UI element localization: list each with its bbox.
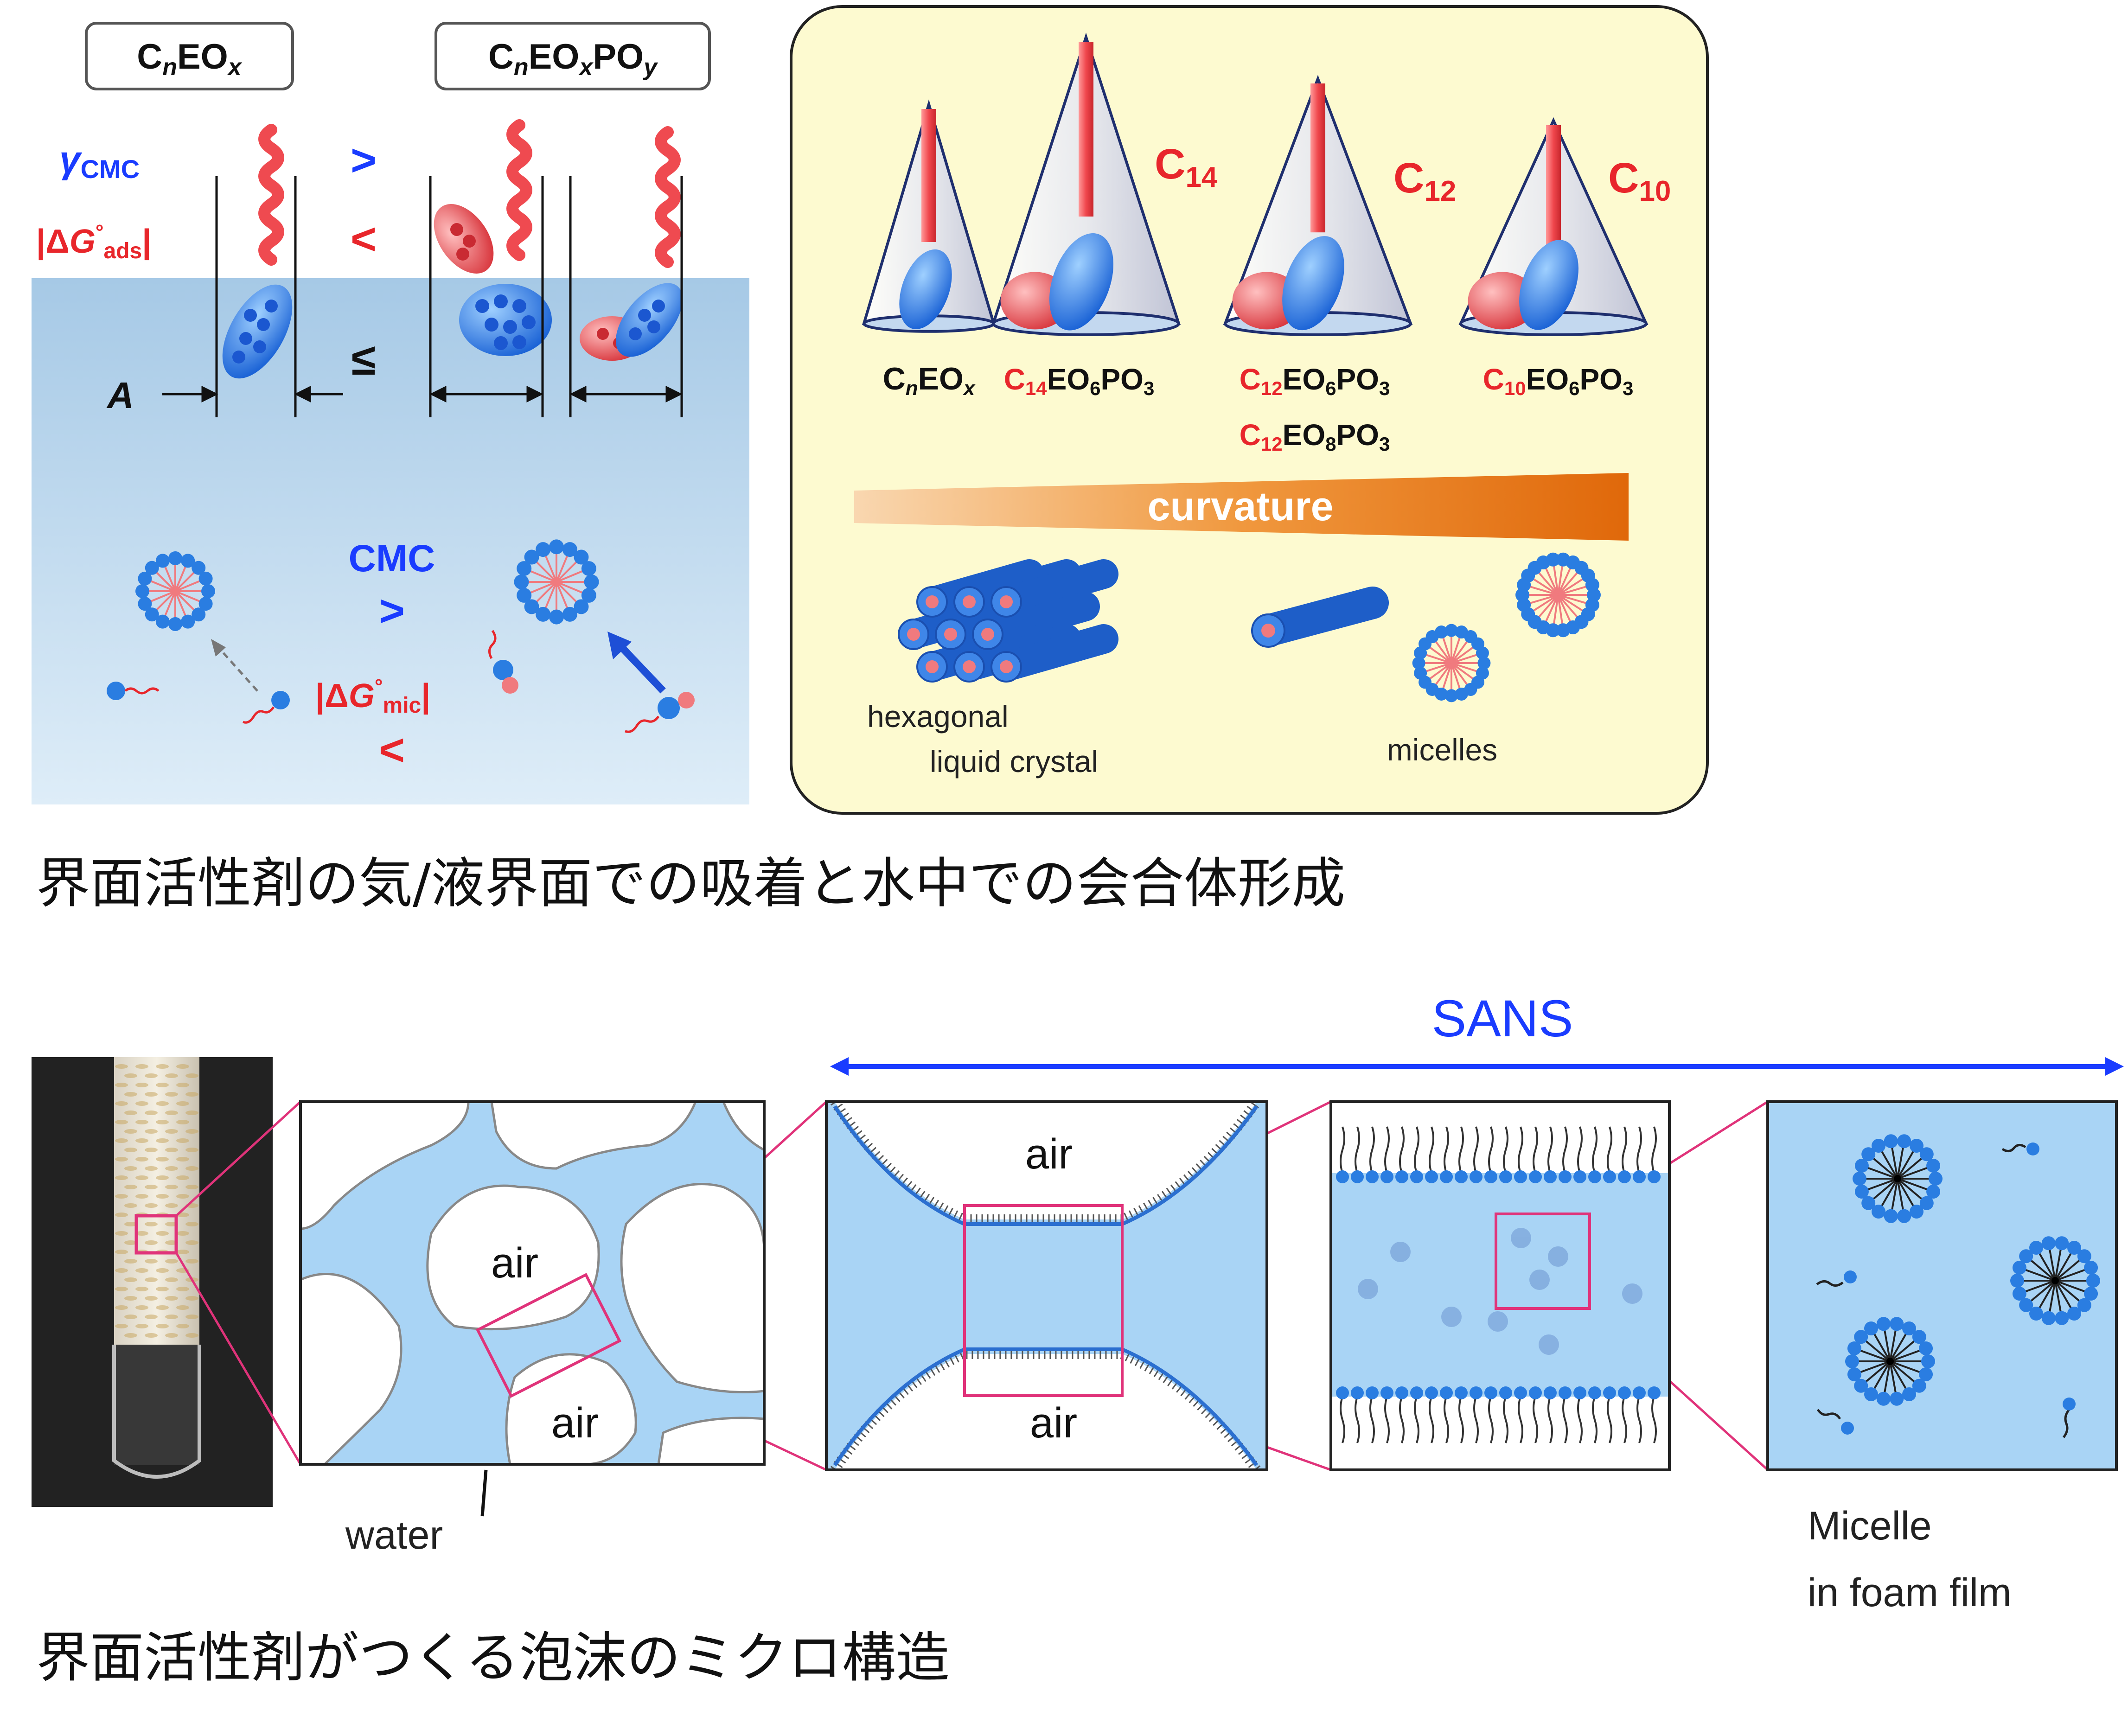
cone-c10 (1458, 117, 1649, 336)
foam-tube-photo (32, 1057, 273, 1507)
svg-text:CnEOx: CnEOx (137, 37, 242, 81)
cone-c12 (1223, 75, 1413, 336)
delta-g-mic-label: |ΔG°mic| (315, 675, 430, 718)
cone-label-c10: C10EO6PO3 (1483, 363, 1634, 399)
gamma-cmc-label: γCMC (59, 139, 140, 184)
dg-ads-compare-sign: < (351, 214, 377, 264)
caption-top: 界面活性剤の気/液界面での吸着と水中での会合体形成 (36, 852, 1345, 915)
surfactant-cneoxpoy-1 (429, 119, 552, 417)
cone-label-cneox: CnEOx (883, 361, 976, 400)
adsorption-panel: CnEOx CnEOxPOy γCMC |ΔG°ads| > < ≤ (32, 22, 749, 804)
label-box-cneox: CnEOx (85, 22, 294, 90)
small-micelles (135, 539, 599, 631)
film-air-top: air (1025, 1130, 1073, 1178)
label-eo: EO (529, 37, 580, 77)
water-region (32, 278, 749, 804)
micelle-small-2 (514, 539, 599, 625)
tube-outline (112, 1345, 201, 1479)
curvature-panel: CnEOx C14EO6PO3 C12EO6PO3 C12EO8PO3 C10E… (790, 5, 1709, 815)
micelles-label: micelles (1387, 733, 1497, 767)
surfactant-cneoxpoy-2 (569, 126, 683, 417)
hexagonal-label-line1: hexagonal (867, 699, 1009, 734)
free-monomers (1816, 1144, 2070, 1438)
sans-label: SANS (1432, 989, 1573, 1047)
caption-bottom: 界面活性剤がつくる泡沫のミクロ構造 (36, 1627, 950, 1689)
tag-c14: C14 (1155, 140, 1218, 193)
sphere-micelle-2 (1515, 552, 1601, 638)
gamma-compare-sign: > (351, 135, 377, 185)
cmc-label: CMC (349, 537, 435, 580)
label-x: x (578, 54, 594, 81)
label-c: C (488, 37, 514, 77)
area-arrows (162, 385, 683, 403)
area-label: A (106, 375, 134, 416)
zoom-box-4 (1495, 1213, 1591, 1310)
micelle-small-1 (135, 551, 215, 631)
air-label-2: air (551, 1399, 599, 1447)
surfactant-cneox (215, 124, 297, 417)
curvature-bar (854, 473, 1629, 541)
foam-structure-row: SANS (32, 989, 2124, 1615)
foam-column (114, 1057, 199, 1345)
hexagonal-liquid-crystal (898, 559, 1118, 683)
hexagonal-label-line2: liquid crystal (930, 744, 1098, 779)
rod-micelle (1251, 587, 1389, 648)
cone-label-c14: C14EO6PO3 (1004, 363, 1155, 399)
foam-film-panel (826, 1102, 1267, 1470)
label-c: C (137, 37, 162, 77)
area-compare-sign: ≤ (351, 335, 376, 384)
cone-cneox (862, 99, 996, 333)
cone-c14 (991, 32, 1181, 336)
delta-g-ads-label: |ΔG°ads| (36, 221, 151, 263)
foam-network-panel (300, 1102, 764, 1464)
micelle-label-line2: in foam film (1808, 1570, 2012, 1615)
cone-label-c12: C12EO6PO3 (1240, 363, 1390, 399)
label-eo: EO (177, 37, 228, 77)
label-x: x (227, 54, 243, 81)
svg-text:CnEOxPOy: CnEOxPOy (488, 37, 658, 81)
water-label: water (345, 1513, 443, 1557)
micelle-in-film-panel (1768, 1102, 2116, 1470)
film-micelle-3 (1845, 1317, 1935, 1406)
zoom-box-1 (134, 1214, 178, 1255)
air-label-1: air (491, 1239, 538, 1287)
cmc-compare-sign: > (379, 586, 405, 636)
water-pointer (480, 1469, 488, 1517)
curvature-label: curvature (1147, 483, 1333, 529)
film-air-bottom: air (1030, 1399, 1077, 1447)
micelle-label-line1: Micelle (1808, 1504, 1932, 1548)
cones-group (862, 32, 1649, 336)
mic-compare-sign: < (379, 725, 405, 775)
film-micelle-2 (2010, 1236, 2100, 1325)
film-micelle-1 (1853, 1134, 1943, 1223)
zoom-box-2 (475, 1273, 622, 1398)
tag-c12: C12 (1393, 154, 1456, 207)
spherical-micelles (1412, 552, 1601, 702)
tag-c10: C10 (1608, 154, 1671, 207)
sphere-micelle-1 (1412, 624, 1491, 702)
bilayer-panel (1331, 1102, 1669, 1470)
label-po: PO (593, 37, 644, 77)
label-n: n (514, 54, 529, 81)
free-surfactants (1358, 1228, 1642, 1355)
label-box-cneoxpoy: CnEOxPOy (435, 22, 711, 90)
label-y: y (642, 54, 658, 81)
zoom-box-3 (963, 1204, 1124, 1397)
label-n: n (162, 54, 177, 81)
cone-label-c12-eo8: C12EO8PO3 (1240, 418, 1390, 455)
monomers (107, 630, 695, 733)
